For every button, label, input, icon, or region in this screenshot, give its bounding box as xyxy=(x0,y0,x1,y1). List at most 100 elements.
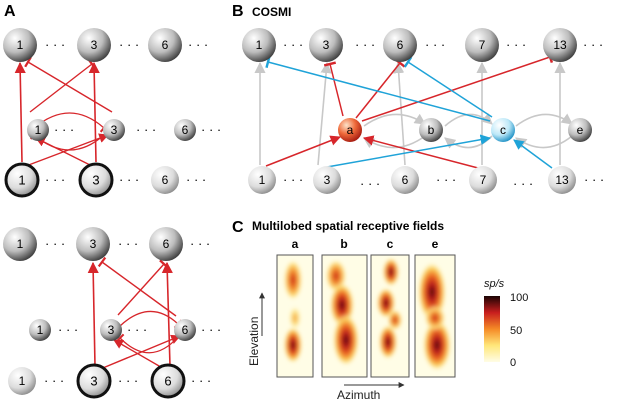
panel-b-title: COSMI xyxy=(252,5,291,19)
node-mid-1 xyxy=(29,319,51,341)
node-bottom-1 xyxy=(4,162,40,198)
panel-b-red-connections xyxy=(265,50,554,169)
ellipsis: · · · xyxy=(54,122,74,137)
node-label: c xyxy=(500,123,506,137)
node-mid-6 xyxy=(174,319,196,341)
heatmap-blobs xyxy=(284,260,302,363)
arrow-excite xyxy=(265,135,341,167)
node-label: 3 xyxy=(108,323,115,337)
panel-c-letter: C xyxy=(232,219,244,236)
ellipsis: · · · xyxy=(506,37,526,52)
ellipsis: · · · xyxy=(127,322,147,337)
colorbar-unit: sp/s xyxy=(484,278,505,290)
heatmap-blobs xyxy=(418,262,451,371)
arrow-excite xyxy=(97,334,181,371)
node-label: 6 xyxy=(402,173,409,187)
ellipsis: · · · xyxy=(425,37,445,52)
node-top-3 xyxy=(76,227,110,261)
node-mid-3 xyxy=(103,119,125,141)
inhibit-line xyxy=(29,58,97,113)
gray-loop xyxy=(515,135,573,149)
ellipsis: · · · xyxy=(436,172,456,187)
heatmap-blobs xyxy=(377,258,402,359)
node-label: e xyxy=(577,123,584,137)
node-label: 3 xyxy=(324,173,331,187)
node-label: 6 xyxy=(162,173,169,187)
receptive-field-map-a: a xyxy=(276,237,314,378)
ellipsis: · · · xyxy=(513,176,533,191)
inhibit-loop xyxy=(119,310,183,329)
panel-a-top: A 1 · · · 3 · · · 6 · · · 1 · · · 3 · · … xyxy=(3,3,221,198)
panel-b-letter: B xyxy=(232,3,244,20)
panel-a-top-connections xyxy=(14,56,113,167)
node-top-1 xyxy=(3,227,37,261)
node-label: 13 xyxy=(553,38,567,52)
arrow-excite xyxy=(113,339,167,371)
node-label: 1 xyxy=(17,38,24,52)
node-mid-e xyxy=(568,118,592,142)
colorbar-gradient xyxy=(484,296,500,362)
map-label: c xyxy=(387,237,394,251)
node-label: 1 xyxy=(17,237,24,251)
map-label: e xyxy=(432,237,439,251)
ellipsis: · · · xyxy=(45,172,65,187)
ellipsis: · · · xyxy=(118,373,138,388)
ellipsis: · · · xyxy=(283,172,303,187)
ellipsis: · · · xyxy=(201,322,221,337)
node-label: 13 xyxy=(555,173,569,187)
node-mid-b xyxy=(419,118,443,142)
node-bottom-1 xyxy=(8,367,36,395)
node-label: 1 xyxy=(19,374,26,388)
ellipsis: · · · xyxy=(58,322,78,337)
node-label: b xyxy=(428,123,435,137)
node-label: 7 xyxy=(480,173,487,187)
node-top-6 xyxy=(383,28,417,62)
colorbar: sp/s 100 50 0 xyxy=(484,278,528,369)
heatmap-blobs xyxy=(326,260,359,366)
ellipsis: · · · xyxy=(119,37,139,52)
node-top-3 xyxy=(309,28,343,62)
arrow-gray xyxy=(317,61,332,166)
node-mid-6 xyxy=(174,119,196,141)
ellipsis: · · · xyxy=(136,122,156,137)
node-bottom-3 xyxy=(78,162,114,198)
node-top-3 xyxy=(77,28,111,62)
node-bottom-6 xyxy=(151,166,179,194)
gray-loop xyxy=(363,113,426,127)
node-label: 1 xyxy=(18,173,25,188)
ellipsis: · · · xyxy=(191,373,211,388)
node-bottom-7 xyxy=(469,166,497,194)
map-label: a xyxy=(292,237,299,251)
node-label: 6 xyxy=(397,38,404,52)
map-label: b xyxy=(340,237,347,251)
ellipsis: · · · xyxy=(186,172,206,187)
inhibit-line xyxy=(97,256,177,317)
node-mid-3 xyxy=(100,319,122,341)
receptive-field-map-c: c xyxy=(370,237,410,378)
ellipsis: · · · xyxy=(283,37,303,52)
arrow-excite xyxy=(87,261,99,367)
panel-a-bottom: 1 · · · 3 · · · 6 · · · 1 · · · 3 · · · … xyxy=(3,227,221,399)
node-bottom-6 xyxy=(391,166,419,194)
panel-c-title: Multilobed spatial receptive fields xyxy=(252,219,444,233)
node-bottom-3 xyxy=(313,166,341,194)
ellipsis: · · · xyxy=(360,176,380,191)
arrow-excite xyxy=(35,137,93,167)
ellipsis: · · · xyxy=(201,122,221,137)
node-label: 6 xyxy=(182,323,189,337)
node-top-6 xyxy=(148,28,182,62)
arrow-excite xyxy=(88,61,100,163)
inhibit-cosmi xyxy=(265,55,491,122)
node-label: 3 xyxy=(91,38,98,52)
ellipsis: · · · xyxy=(584,172,604,187)
panel-c: C Multilobed spatial receptive fields a … xyxy=(232,219,528,402)
node-label: 6 xyxy=(162,38,169,52)
node-label: 3 xyxy=(90,237,97,251)
node-bottom-6 xyxy=(150,363,186,399)
node-label: 3 xyxy=(90,374,97,389)
ellipsis: · · · xyxy=(188,37,208,52)
inhibit-cosmi xyxy=(403,56,493,118)
node-top-13 xyxy=(543,28,577,62)
colorbar-tick-0: 0 xyxy=(510,357,516,369)
node-label: 7 xyxy=(479,38,486,52)
